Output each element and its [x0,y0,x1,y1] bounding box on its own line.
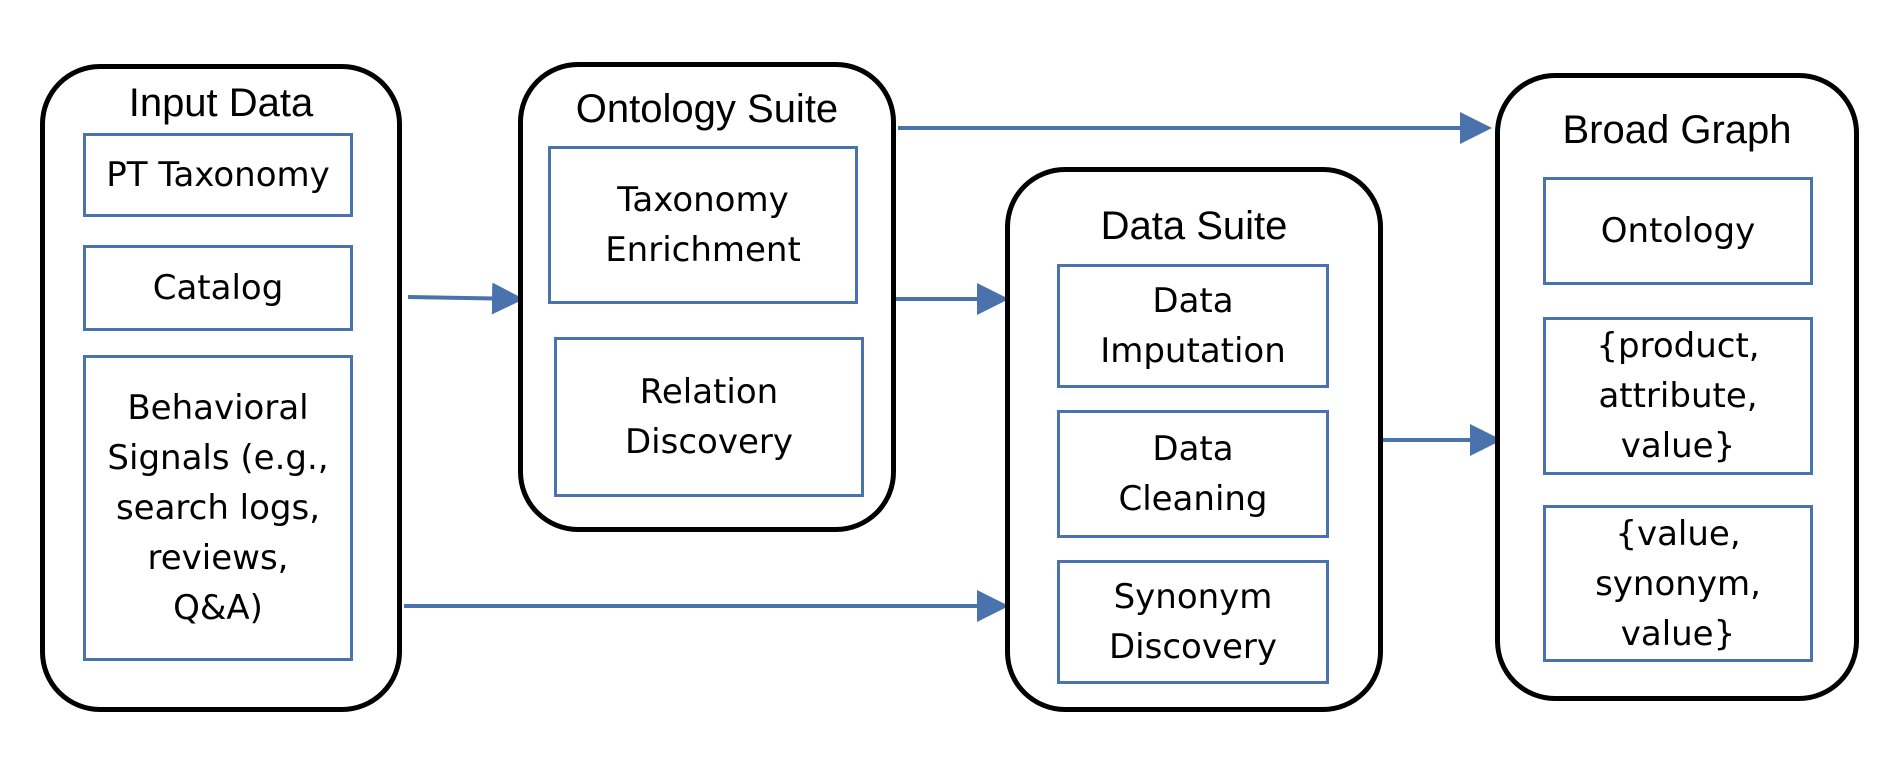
data-cleaning-box: Data Cleaning [1057,410,1329,538]
product-attribute-value-box: {product, attribute, value} [1543,317,1813,475]
input-data-title: Input Data [128,81,314,125]
pt-taxonomy-box: PT Taxonomy [83,133,353,217]
value-synonym-value-box: {value, synonym, value} [1543,505,1813,662]
data-imputation-box: Data Imputation [1057,264,1329,388]
ontology-box: Ontology [1543,177,1813,285]
catalog-box: Catalog [83,245,353,331]
data-suite-title: Data Suite [1100,204,1288,248]
taxonomy-enrichment-box: Taxonomy Enrichment [548,146,858,304]
synonym-discovery-box: Synonym Discovery [1057,560,1329,684]
relation-discovery-box: Relation Discovery [554,337,864,497]
behavioral-signals-box: Behavioral Signals (e.g., search logs, r… [83,355,353,661]
arrow-input-to-ontology [407,282,524,315]
broad-graph-title: Broad Graph [1562,108,1792,152]
ontology-suite-title: Ontology Suite [575,87,839,131]
